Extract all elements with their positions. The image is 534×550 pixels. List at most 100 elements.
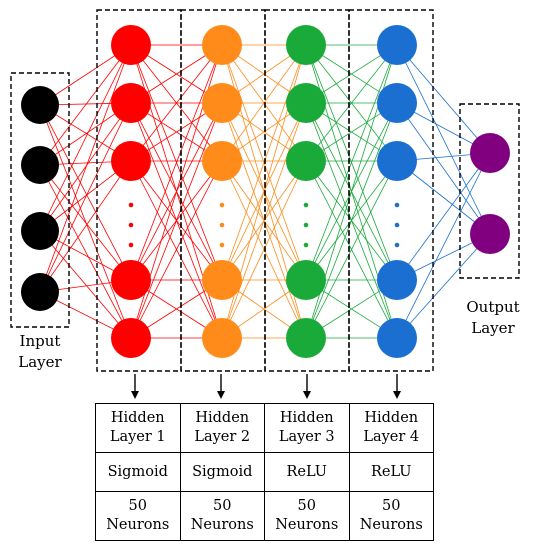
connection-line (39, 160, 132, 293)
hidden2-neuron (202, 260, 242, 300)
hidden1-neuron (111, 141, 151, 181)
hidden3-neuron (286, 141, 326, 181)
connection-line (130, 160, 223, 339)
hidden-layer-1-box (96, 9, 182, 372)
hidden3-neuron (286, 25, 326, 65)
connection-line (396, 152, 491, 339)
table-cell-activation: ReLU (348, 452, 434, 492)
hidden4-neuron (377, 141, 417, 181)
connection-line (396, 152, 491, 281)
input-layer-box (10, 72, 70, 328)
layer-arrows (131, 374, 401, 399)
connection-line (305, 44, 398, 281)
hidden1-neuron (111, 25, 151, 65)
cell-text: Hidden (110, 410, 165, 426)
connection-line (39, 102, 132, 232)
hidden1-neuron (111, 83, 151, 123)
output-layer-box (459, 103, 520, 279)
ellipsis-dots (128, 202, 400, 248)
input-neuron (21, 212, 59, 250)
table-cell-activation: Sigmoid (179, 452, 265, 492)
table-row-activations: Sigmoid Sigmoid ReLU ReLU (95, 452, 434, 492)
hidden2-neuron (202, 83, 242, 123)
cell-text: Hidden (195, 410, 250, 426)
hidden2-ellipsis-dot (219, 222, 225, 228)
connection-line (221, 102, 307, 339)
connection-lines (39, 44, 491, 339)
hidden4-neuron (377, 260, 417, 300)
hidden4-neuron (377, 83, 417, 123)
connection-line (39, 164, 132, 339)
hidden3-ellipsis-dot (303, 202, 309, 208)
input-layer-label-line1: Input (20, 332, 61, 350)
connection-line (305, 44, 398, 162)
connection-line (39, 164, 132, 281)
connection-line (39, 44, 132, 293)
hidden2-ellipsis-dot (219, 202, 225, 208)
hidden4-ellipsis-dot (394, 222, 400, 228)
hidden4-neuron (377, 25, 417, 65)
hidden1-ellipsis-dot (128, 222, 134, 228)
connection-line (130, 44, 223, 162)
hidden1-ellipsis-dot (128, 242, 134, 248)
input-layer-label-line2: Layer (18, 353, 62, 371)
cell-text: Hidden (279, 410, 334, 426)
connection-line (39, 104, 132, 281)
input-neuron (21, 146, 59, 184)
cell-text: Hidden (364, 410, 419, 426)
hidden-layer-3-box (264, 9, 350, 372)
hidden3-neuron (286, 83, 326, 123)
connection-line (221, 44, 307, 281)
hidden1-neuron (111, 260, 151, 300)
hidden2-neuron (202, 141, 242, 181)
hidden-layer-4-box (348, 9, 434, 372)
connection-line (130, 44, 223, 281)
connection-line (39, 230, 132, 339)
neurons (21, 25, 510, 358)
cell-text: 50 (128, 498, 147, 514)
cell-text: 50 (297, 498, 316, 514)
cell-text: Neurons (275, 517, 339, 533)
hidden4-neuron (377, 318, 417, 358)
cell-text: 50 (213, 498, 232, 514)
connection-line (39, 102, 132, 293)
hidden1-neuron (111, 318, 151, 358)
table-cell-activation: ReLU (264, 452, 350, 492)
output-neuron (470, 214, 510, 254)
table-cell-activation: Sigmoid (95, 452, 181, 492)
input-neuron (21, 86, 59, 124)
hidden1-ellipsis-dot (128, 202, 134, 208)
network-diagram: Input Layer Output Layer (10, 9, 520, 399)
connection-line (396, 233, 491, 339)
connection-line (39, 104, 132, 339)
hidden2-neuron (202, 25, 242, 65)
hidden3-neuron (286, 318, 326, 358)
connection-line (396, 44, 491, 235)
hidden4-ellipsis-dot (394, 242, 400, 248)
cell-text: Layer 1 (109, 429, 166, 445)
input-neuron (21, 273, 59, 311)
output-layer-label-line1: Output (466, 298, 519, 316)
hidden2-neuron (202, 318, 242, 358)
output-layer-label-line2: Layer (471, 319, 515, 337)
connection-line (396, 102, 491, 235)
cell-text: Layer 4 (363, 429, 420, 445)
cell-text: Neurons (359, 517, 423, 533)
connection-line (39, 44, 132, 232)
output-neuron (470, 133, 510, 173)
cell-text: Neurons (106, 517, 170, 533)
connection-line (305, 102, 398, 339)
cell-text: Layer 2 (194, 429, 251, 445)
hidden3-neuron (286, 260, 326, 300)
hidden3-ellipsis-dot (303, 222, 309, 228)
connection-line (396, 44, 491, 154)
cell-text: 50 (382, 498, 401, 514)
